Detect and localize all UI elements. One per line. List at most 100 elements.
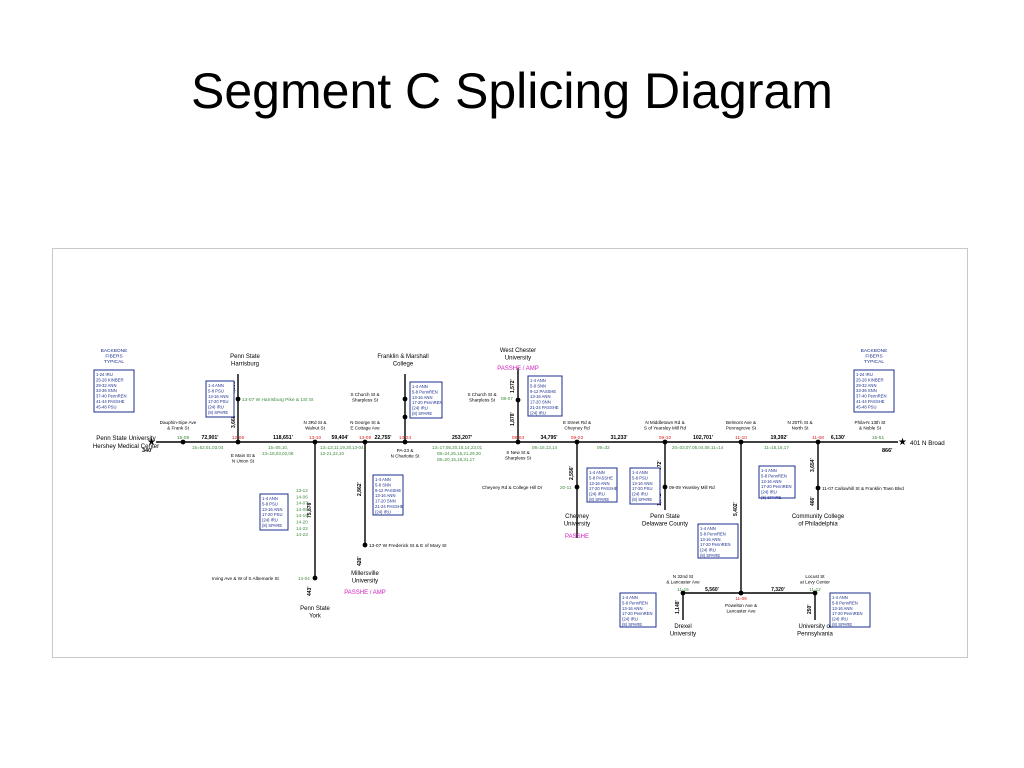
location-label: N Union St [232,459,255,464]
location-label: N 20Th St & [787,420,812,425]
legend-title: TYPICAL [104,359,124,365]
branch-node [362,542,368,548]
location-label: Locust St [805,574,825,579]
fiber-box-text: 13-16 ANN [832,606,852,611]
splice-code: 15-09 [177,435,190,441]
branch-distance: 426' [357,556,363,566]
fiber-box-text: 45-48 PSU [96,404,116,409]
splice-code: 11-09 [735,596,747,601]
splice-code: 13-12 [296,488,308,493]
legend-title: BACKBONE [861,348,888,354]
fiber-box-text: 1-4 ANN [530,378,546,383]
location-label: Drexel [674,624,691,630]
location-label: N George St & [350,420,380,425]
fiber-box-text: (8) SPARE [412,411,432,416]
location-label: N Charlotte St [391,454,421,459]
branch-distance: 250' [807,604,813,614]
splice-code: 11-10 [735,435,747,441]
fiber-box-text: 5-8 PennREN [761,473,787,478]
splice-code: 11-12 [809,587,821,592]
location-label: North St [792,426,810,431]
fiber-box-text: 17-20 PennREN [761,484,792,489]
splice-code: 14-20 [296,520,308,525]
splice-code: 09-23 [571,435,584,441]
fiber-box-text: (8) SPARE [262,523,282,528]
location-label: N 3Rd St & [304,420,327,425]
splice-code: 09-10 [659,435,672,441]
splice-code: 15-51 [872,435,885,441]
branch-node [402,396,408,402]
fiber-box-text: 1-4 ANN [208,383,224,388]
diagram-frame [52,248,968,658]
fiber-note: 15=05,10, [268,445,288,450]
location-label: 09-09 Yearsley Mill Rd [669,485,715,490]
location-label: Sharpless St [469,398,496,403]
fiber-box-text: (8) SPARE [700,553,720,558]
fiber-box [409,381,443,419]
fiber-box-text: (8) SPARE [622,622,642,627]
branch-node [515,397,521,403]
main-splice-node [235,439,241,445]
main-distance: 118,651' [273,435,293,441]
legend-title: BACKBONE [101,348,128,354]
legend-box-right [853,369,895,413]
location-label: E Street Rd & [563,420,591,425]
fiber-note: 13-04 [352,445,364,450]
branch-distance: 3,668' [231,414,237,428]
fiber-box-text: 13-16 ANN [208,394,228,399]
fiber-box-text: (8) SPARE [832,622,852,627]
fiber-box-text: (24) IRU [412,406,428,411]
location-label: Dauphin-Sipe Ave [160,420,197,425]
fiber-box-text: 13-16 ANN [761,479,781,484]
main-distance: 31,233' [610,435,627,441]
location-label: Sharpless St [505,456,532,461]
fiber-box-text: 1-4 ANN [832,595,848,600]
fiber-note: 09=32 [597,445,610,450]
fiber-box-text: 17-20 PennREN [412,400,443,405]
fiber-box-text: 29-32 ANN [96,383,116,388]
legend-title: TYPICAL [864,359,884,365]
branch-distance: 1,878' [510,412,516,426]
location-label: Cheyney Rd [564,426,590,431]
fiber-box [527,375,563,417]
fiber-box-text: 5-8 PSU [208,388,224,393]
fiber-box-text: 45-48 PSU [856,404,876,409]
fiber-note: 13=13,11,19,20, [320,445,352,450]
location-label: Phila-N 13th St [855,420,887,425]
location-label: Belmont Ave & [726,420,756,425]
fiber-box-text: 13-16 ANN [412,395,432,400]
location-label: Community College [792,514,845,520]
fiber-box-text: (24) IRU [622,617,638,622]
fiber-box-text: 13-16 ANN [700,537,720,542]
fiber-box-text: 33-36 SNN [856,388,877,393]
branch-distance: 7,320' [771,587,785,593]
main-distance: 19,392' [770,435,787,441]
fiber-box-text: 41-44 PASSHE [96,399,125,404]
fiber-box-text: 5-8 PennREN [412,389,438,394]
fiber-note: 20=03,07,05,04,08,11=14 [672,445,724,450]
splice-code: 14-07 [296,501,308,506]
west-endpoint-label: Hershey Medical Center [93,443,159,450]
fiber-box-text: 37-40 PennREN [96,394,127,399]
fiber-box-text: (24) IRU [262,518,278,523]
splice-code: 14-23 [296,532,308,537]
fiber-box-text: 17-20 SNN [375,499,396,504]
west-endpoint-label: Penn State University [96,435,156,442]
location-label: E Main St & [231,453,255,458]
fiber-box-text: 1-4 ANN [375,477,391,482]
location-label: 13-07 W Harrisburg Pike & 1St St [242,397,314,403]
location-label: Cheyney Rd & College Hill Dr [482,485,543,490]
fiber-box-text: 5-8 PennREN [622,600,648,605]
location-label: of Philadelphia [798,522,838,528]
fiber-box-text: 25-28 KINBER [856,377,883,382]
fiber-box [829,592,871,628]
fiber-box-text: 9-12 PASSHE [530,389,556,394]
branch-node [815,485,821,491]
splice-code: 14-09 [296,507,308,512]
location-label: Franklin & Marshall [377,354,428,360]
branch-distance: 2,862' [357,482,363,496]
location-label: Penn State [650,514,680,520]
fiber-box-text: (8) SPARE [208,410,228,415]
main-distance: 22,755' [374,435,391,441]
